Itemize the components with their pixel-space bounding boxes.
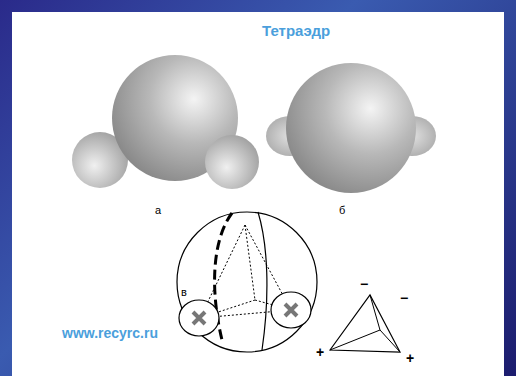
charge-sign: −	[360, 276, 368, 292]
slide-panel	[12, 12, 504, 376]
big-sphere	[286, 63, 416, 193]
charge-sign: +	[406, 350, 414, 366]
charge-sign: −	[400, 290, 408, 306]
figure-letter: б	[339, 204, 345, 216]
figure-letter: а	[155, 204, 161, 216]
figure-letter: в	[181, 286, 187, 298]
tetrahedron-scheme	[177, 212, 400, 352]
small-sphere	[205, 135, 259, 189]
slide-title: Тетраэдр	[262, 22, 330, 39]
charge-sign: +	[316, 344, 324, 360]
watermark: www.recyrc.ru	[62, 325, 158, 341]
